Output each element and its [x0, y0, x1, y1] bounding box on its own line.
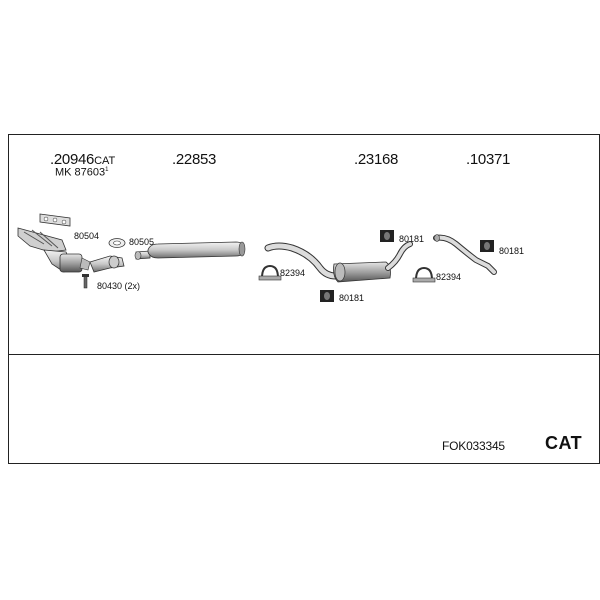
rubber-mount-icon	[380, 230, 394, 242]
callout-80181-bottom: 80181	[339, 293, 365, 303]
manifold-catalyst-icon	[17, 227, 91, 273]
callout-80430: 80430 (2x)	[97, 281, 141, 291]
mounting-kit-label: MK 876031	[55, 167, 109, 179]
part-number-catalyst: .20946CAT	[50, 152, 115, 167]
product-code: FOK033345	[442, 439, 505, 453]
flex-pipe-icon	[89, 255, 125, 273]
bolt-icon	[82, 274, 89, 289]
part-number-middle-pipe: .22853	[172, 151, 217, 168]
rubber-mount-icon	[320, 290, 334, 302]
part-number-catalyst-value: .20946	[50, 151, 95, 168]
mounting-kit-note: 1	[105, 167, 109, 173]
center-silencer-icon	[264, 241, 413, 283]
mounting-kit-number: MK 87603	[55, 166, 106, 179]
callout-80181-right: 80181	[499, 246, 525, 256]
category-tag: CAT	[545, 433, 583, 453]
middle-pipe-icon	[134, 241, 246, 260]
manifold-gasket-icon	[39, 213, 71, 227]
callout-80504: 80504	[74, 231, 100, 241]
pipe-clamp-icon	[412, 266, 436, 283]
callout-82394-left: 82394	[280, 268, 306, 278]
frame-divider	[8, 354, 600, 355]
rear-pipe-icon	[433, 234, 497, 275]
part-number-catalyst-suffix: CAT	[94, 155, 116, 167]
pipe-clamp-icon	[258, 264, 282, 281]
callout-80505: 80505	[129, 237, 155, 247]
part-number-rear-pipe: .10371	[466, 151, 511, 168]
callout-80181-top: 80181	[399, 234, 425, 244]
rubber-mount-icon	[480, 240, 494, 252]
part-number-center-silencer: .23168	[354, 151, 399, 168]
flange-gasket-icon	[108, 238, 126, 248]
callout-82394-right: 82394	[436, 272, 462, 282]
